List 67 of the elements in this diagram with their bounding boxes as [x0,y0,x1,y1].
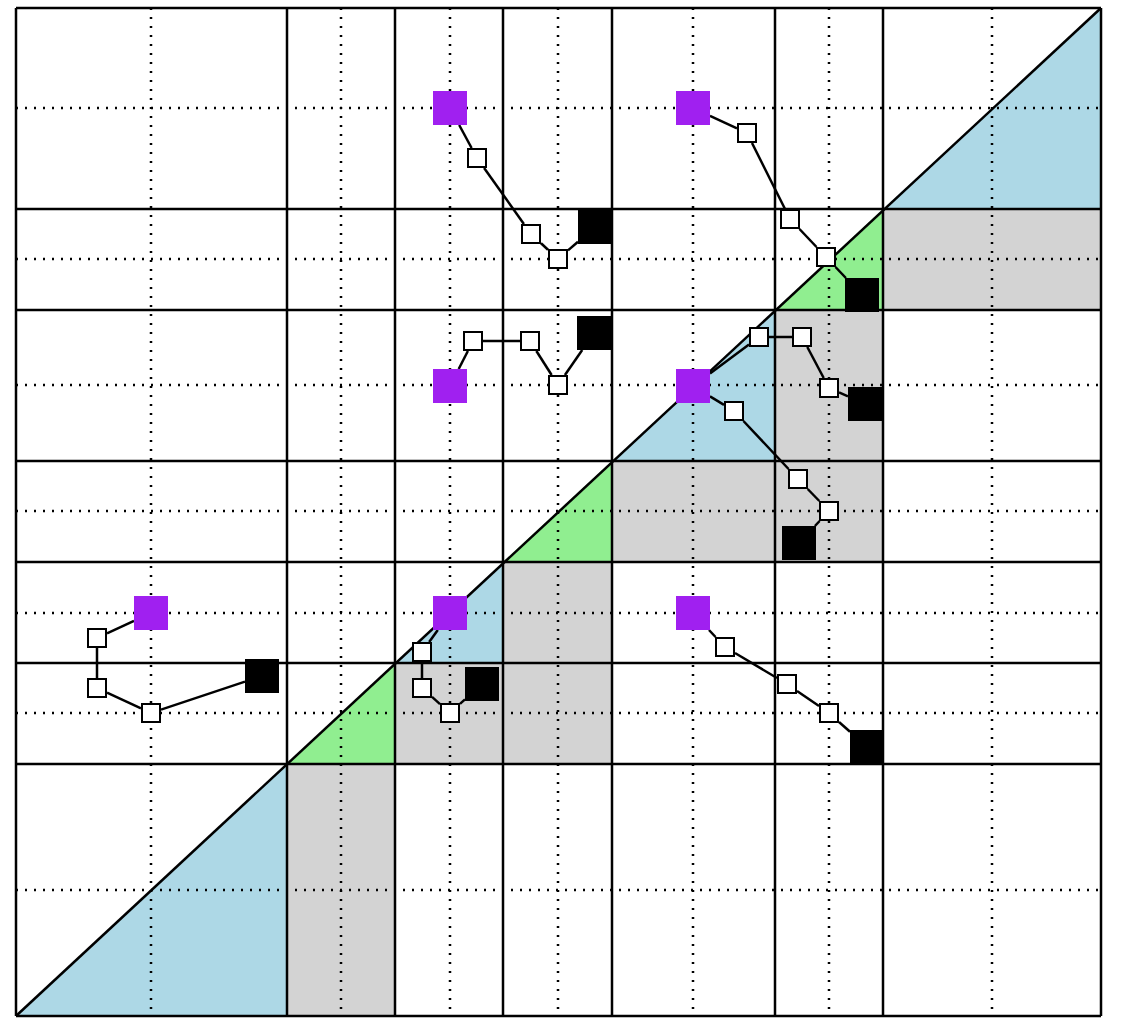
connector-line [798,228,818,248]
end-square [577,316,611,350]
start-square [134,596,168,630]
connector-line [428,629,439,643]
connector-line [769,335,792,339]
connector-line [563,349,584,376]
connector-line [457,350,469,370]
step-square [463,331,483,351]
connector-line [95,648,99,678]
step-square [724,401,744,421]
connector-line [106,691,142,710]
step-square [467,148,487,168]
connector-line [709,343,750,375]
end-square [465,667,499,701]
connector-line [709,114,738,130]
end-square [782,526,816,560]
start-square [433,369,467,403]
step-square [520,331,540,351]
start-square [433,91,467,125]
connector-line [806,488,821,502]
connector-line [160,680,246,711]
end-square [245,659,279,693]
step-square [788,469,808,489]
step-square [715,637,735,657]
connector-line [458,124,473,149]
connector-line [567,240,579,252]
end-square [848,387,882,421]
connector-line [483,339,520,343]
step-square [749,327,769,347]
connector-line [838,391,849,398]
connector-line [535,350,553,376]
step-square [777,674,797,694]
start-square [676,596,710,630]
connector-line [483,167,525,225]
end-square [850,730,884,764]
step-square [521,224,541,244]
connector-line [806,346,825,379]
step-square [412,642,432,662]
step-square [548,375,568,395]
step-square [440,703,460,723]
connector-line [834,266,847,279]
step-square [87,678,107,698]
step-square [412,678,432,698]
start-square [676,91,710,125]
end-square [578,210,612,244]
start-square [676,369,710,403]
end-square [845,278,879,312]
step-square [819,378,839,398]
step-square [819,703,839,723]
step-square [87,628,107,648]
connector-line [106,619,135,635]
connector-line [708,629,717,638]
step-square [548,249,568,269]
start-square [433,596,467,630]
step-square [816,247,836,267]
connector-line [742,420,790,470]
connector-line [838,721,851,733]
connector-line [750,142,787,210]
step-square [792,327,812,347]
step-square [780,209,800,229]
step-square [141,703,161,723]
connector-line [814,520,821,527]
step-square [737,123,757,143]
connector-line [796,689,820,708]
connector-line [431,696,441,705]
step-square [819,501,839,521]
connector-line [709,395,725,406]
